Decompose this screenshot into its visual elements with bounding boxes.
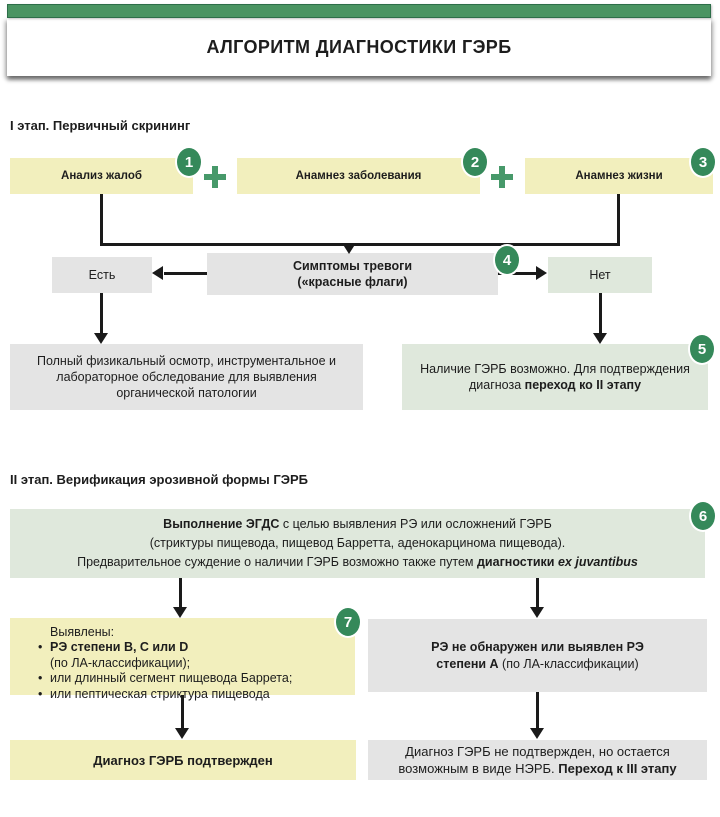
- title-card: АЛГОРИТМ ДИАГНОСТИКИ ГЭРБ: [7, 18, 711, 76]
- connector-line: [536, 578, 539, 608]
- step-number-badge-7: 7: [336, 608, 360, 636]
- connector-line: [536, 692, 539, 729]
- branch-yes-box: Есть: [52, 257, 152, 293]
- diagnosis-not-confirmed-normal: Диагноз ГЭРБ не подтвержден, но остается…: [398, 744, 670, 776]
- page-title: АЛГОРИТМ ДИАГНОСТИКИ ГЭРБ: [206, 36, 512, 57]
- erosions-found-item2-text: или длинный сегмент пищевода Баррета;: [50, 671, 293, 686]
- arrow-left-icon: [152, 266, 163, 280]
- step-number-badge-5: 5: [690, 335, 714, 363]
- connector-line: [498, 272, 538, 275]
- step-number-badge-3: 3: [691, 148, 715, 176]
- alarm-symptoms-line1: Симптомы тревоги: [292, 259, 413, 273]
- arrow-down-icon: [342, 243, 356, 254]
- erosions-not-found-box: РЭ не обнаружен или выявлен РЭ степени A…: [368, 619, 707, 692]
- egds-box: Выполнение ЭГДС с целью выявления РЭ или…: [10, 509, 705, 578]
- erosions-not-found-text: РЭ не обнаружен или выявлен РЭ степени A…: [413, 639, 663, 673]
- step-number-badge-2: 2: [463, 148, 487, 176]
- arrow-down-icon: [94, 333, 108, 344]
- alarm-symptoms-text: Симптомы тревоги («красные флаги): [293, 258, 412, 290]
- erosions-found-item3-text: или пептическая стриктура пищевода: [50, 686, 270, 701]
- header-accent-bar: [7, 4, 711, 18]
- erosions-not-found-rest: (по ЛА-классификации): [498, 656, 639, 671]
- connector-line: [181, 695, 184, 729]
- alarm-symptoms-line2: («красные флаги): [297, 275, 408, 289]
- egds-text: Выполнение ЭГДС с целью выявления РЭ или…: [77, 515, 638, 572]
- arrow-down-icon: [530, 728, 544, 739]
- erosions-found-item1-sub: (по ЛА-классификации);: [50, 655, 191, 670]
- yes-outcome-text: Полный физикальный осмотр, инструменталь…: [36, 354, 337, 400]
- no-outcome-text: Наличие ГЭРБ возможно. Для подтверждения…: [420, 361, 690, 393]
- egds-line2: (стриктуры пищевода, пищевод Барретта, а…: [149, 536, 566, 550]
- erosions-not-found-bold: РЭ не обнаружен или выявлен РЭ степени A: [431, 639, 644, 671]
- connector-line: [100, 293, 103, 333]
- connector-line: [164, 272, 207, 275]
- egds-line1-rest: с целью выявления РЭ или осложнений ГЭРБ: [279, 517, 552, 531]
- step-box-life-history: Анамнез жизни: [525, 158, 713, 194]
- step-number-badge-6: 6: [691, 502, 715, 530]
- connector-line: [599, 293, 602, 333]
- connector-line: [100, 194, 103, 246]
- arrow-down-icon: [175, 728, 189, 739]
- bullet-icon: •: [38, 640, 43, 655]
- yes-outcome-box: Полный физикальный осмотр, инструменталь…: [10, 344, 363, 410]
- arrow-right-icon: [536, 266, 547, 280]
- egds-line3: Предварительное суждение о наличии ГЭРБ …: [77, 553, 638, 572]
- diagnosis-not-confirmed-text: Диагноз ГЭРБ не подтвержден, но остается…: [378, 743, 697, 777]
- connector-line: [179, 578, 182, 608]
- step-box-disease-history: Анамнез заболевания: [237, 158, 480, 194]
- no-outcome-box: Наличие ГЭРБ возможно. Для подтверждения…: [402, 344, 708, 410]
- egds-line3-rest: Предварительное суждение о наличии ГЭРБ …: [77, 555, 477, 569]
- alarm-symptoms-box: Симптомы тревоги («красные флаги): [207, 253, 498, 295]
- stage2-label: II этап. Верификация эрозивной формы ГЭР…: [10, 472, 308, 487]
- egds-line1: Выполнение ЭГДС с целью выявления РЭ или…: [77, 515, 638, 534]
- stage1-label: I этап. Первичный скрининг: [10, 118, 191, 133]
- erosions-found-title: Выявлены:: [50, 625, 115, 639]
- plus-icon: [204, 166, 226, 188]
- diagnosis-not-confirmed-bold: Переход к III этапу: [558, 761, 677, 776]
- erosions-found-item2: • или длинный сегмент пищевода Баррета;: [38, 671, 347, 686]
- step-number-badge-1: 1: [177, 148, 201, 176]
- step-box-life-history-label: Анамнез жизни: [575, 170, 663, 182]
- egds-line3-bold-italic: ex juvantibus: [557, 555, 638, 569]
- arrow-down-icon: [530, 607, 544, 618]
- connector-line: [617, 194, 620, 246]
- connector-line: [100, 243, 620, 246]
- diagnosis-not-confirmed-box: Диагноз ГЭРБ не подтвержден, но остается…: [368, 740, 707, 780]
- step-box-complaints: Анализ жалоб: [10, 158, 193, 194]
- egds-line1-bold: Выполнение ЭГДС: [163, 517, 280, 531]
- branch-no-box: Нет: [548, 257, 652, 293]
- egds-line3-bold: диагностики: [477, 555, 558, 569]
- erosions-found-item3: • или пептическая стриктура пищевода: [38, 687, 347, 702]
- step-number-badge-4: 4: [495, 246, 519, 274]
- no-outcome-text-bold: переход ко II этапу: [524, 378, 642, 392]
- erosions-found-item1-bold: РЭ степени B, C или D: [50, 640, 189, 655]
- diagnosis-confirmed-box: Диагноз ГЭРБ подтвержден: [10, 740, 356, 780]
- plus-icon: [491, 166, 513, 188]
- erosions-found-item1: • РЭ степени B, C или D: [38, 640, 347, 655]
- step-box-disease-history-label: Анамнез заболевания: [295, 170, 422, 182]
- arrow-down-icon: [593, 333, 607, 344]
- no-outcome-text-normal: Наличие ГЭРБ возможно. Для подтверждения…: [420, 362, 690, 392]
- step-box-complaints-label: Анализ жалоб: [61, 170, 142, 182]
- bullet-icon: •: [38, 671, 43, 686]
- arrow-down-icon: [173, 607, 187, 618]
- erosions-found-box: Выявлены: • РЭ степени B, C или D (по ЛА-…: [10, 618, 355, 701]
- bullet-icon: •: [38, 686, 43, 701]
